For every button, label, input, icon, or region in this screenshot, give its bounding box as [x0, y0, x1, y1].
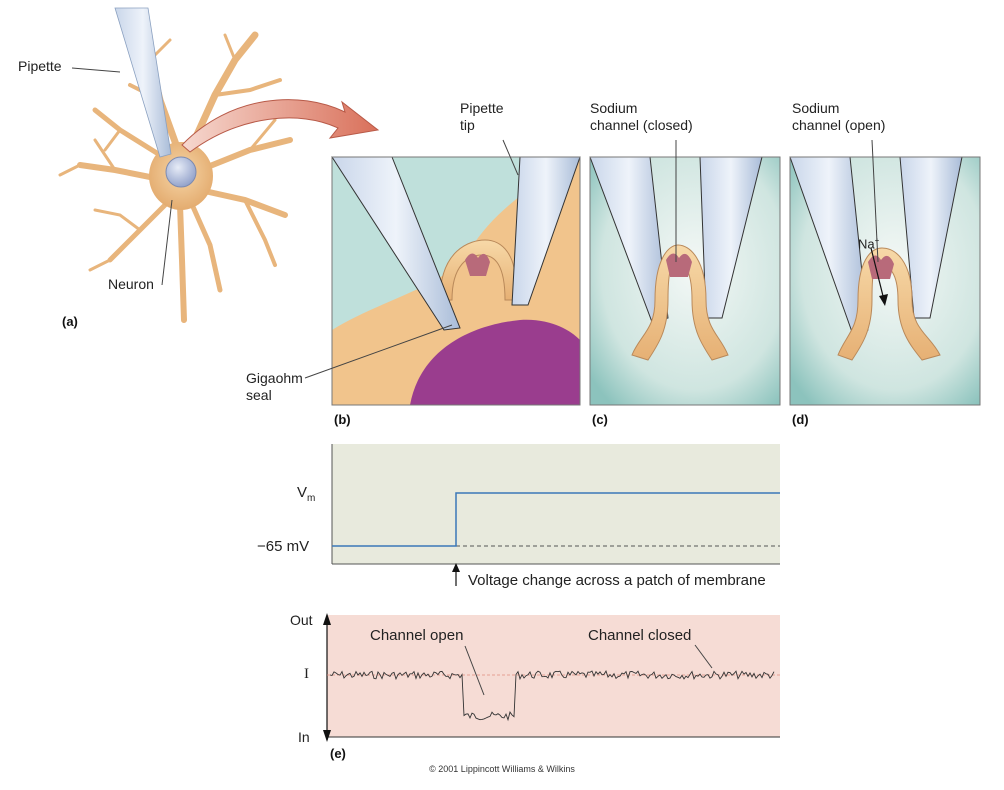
vm-v: V	[297, 484, 308, 501]
gigaohm-line-1: Gigaohm	[246, 370, 303, 386]
neuron-drawing	[58, 26, 293, 323]
sodium-closed-line-1: Sodium	[590, 100, 638, 116]
current-i-label: I	[304, 666, 309, 682]
na-charge: +	[874, 236, 880, 245]
neuron-leader-line	[161, 199, 173, 286]
panel-c-box	[589, 156, 781, 406]
panel-c-label: (c)	[592, 412, 608, 427]
current-plot	[323, 613, 780, 742]
single-channel-current-trace	[329, 670, 775, 722]
pipette-leader-line	[71, 67, 121, 73]
sodium-open-leader-line	[871, 139, 879, 263]
vm-axis-label: Vm	[297, 484, 315, 507]
magnify-arrow	[181, 99, 380, 153]
pipette-label: Pipette	[18, 58, 62, 74]
panel-b-label: (b)	[334, 412, 351, 427]
sodium-open-line-2: channel (open)	[792, 117, 886, 133]
na-text: Na	[858, 236, 875, 252]
channel-open-label: Channel open	[370, 627, 464, 644]
pipette-a-drawing	[114, 7, 172, 158]
pipette-tip-line-1: Pipette	[460, 100, 504, 116]
gigaohm-line-2: seal	[246, 387, 272, 403]
gigaohm-seal-label: Gigaohm seal	[246, 370, 303, 404]
baseline-label: −65 mV	[257, 538, 310, 555]
copyright-text: © 2001 Lippincott Williams & Wilkins	[429, 764, 575, 774]
out-label: Out	[290, 612, 313, 628]
panel-d-label: (d)	[792, 412, 809, 427]
channel-closed-label: Channel closed	[588, 627, 692, 644]
pipette-tip-line-2: tip	[460, 117, 475, 133]
channel-closed-leader-line	[694, 644, 713, 669]
na-ion-label: Na+	[858, 232, 879, 252]
pipette-tip-leader-line	[502, 139, 519, 176]
voltage-plot	[331, 444, 780, 586]
voltage-step-trace	[332, 492, 780, 547]
panel-b-box	[331, 156, 581, 406]
panel-a-label: (a)	[62, 314, 78, 329]
vm-sub: m	[307, 493, 316, 504]
sodium-closed-line-2: channel (closed)	[590, 117, 693, 133]
channel-open-leader-line	[464, 645, 485, 696]
pipette-tip-label: Pipette tip	[460, 100, 504, 134]
panel-e-label: (e)	[330, 746, 346, 761]
in-label: In	[298, 729, 310, 745]
panel-d-box	[789, 156, 981, 406]
voltage-caption: Voltage change across a patch of membran…	[468, 572, 766, 589]
gigaohm-leader-line	[304, 324, 453, 379]
sodium-closed-label: Sodium channel (closed)	[590, 100, 693, 134]
neuron-label: Neuron	[108, 276, 154, 292]
sodium-open-label: Sodium channel (open)	[792, 100, 885, 134]
sodium-open-line-1: Sodium	[792, 100, 840, 116]
